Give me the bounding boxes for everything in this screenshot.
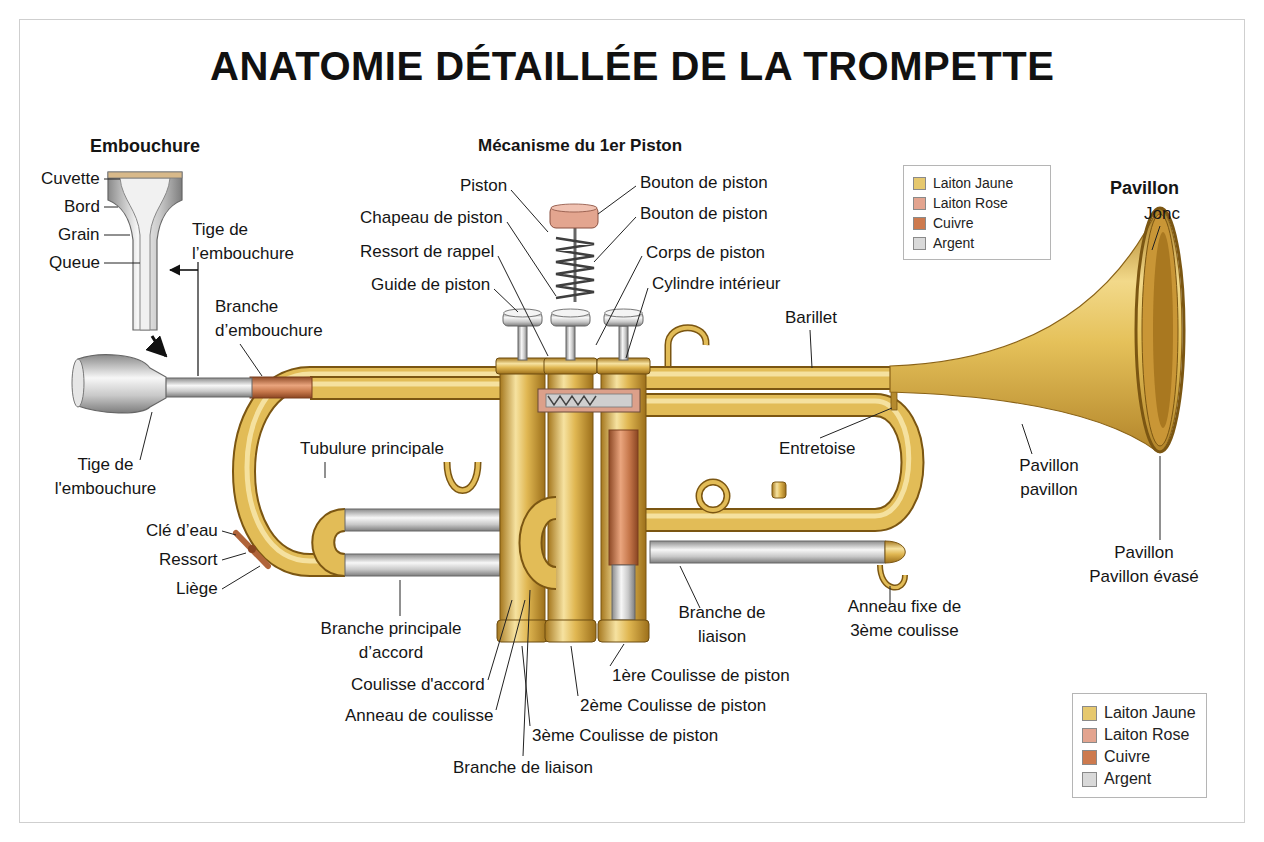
- legend-swatch: [1082, 728, 1097, 743]
- valve-casings: [496, 309, 650, 642]
- legend-text: Argent: [1104, 769, 1151, 789]
- part-label: Clé d’eau: [146, 519, 218, 543]
- part-label: Pavillon pavillon: [1009, 454, 1089, 502]
- hooks-rings: [236, 328, 905, 588]
- legend-swatch: [913, 177, 926, 190]
- legend-text: Cuivre: [933, 214, 973, 232]
- part-label: Pavillon: [1110, 176, 1179, 200]
- legend-text: Cuivre: [1104, 747, 1150, 767]
- frame: [20, 20, 1245, 823]
- part-label: Cylindre intérieur: [652, 272, 781, 296]
- part-label: 1ère Coulisse de piston: [612, 664, 790, 688]
- part-label: Anneau de coulisse: [345, 704, 493, 728]
- part-label: Tige de l'embouchure: [48, 453, 163, 501]
- legend-swatch: [1082, 772, 1097, 787]
- legend-text: Laiton Rose: [1104, 725, 1189, 745]
- part-label: Queue: [49, 251, 100, 275]
- legend-swatch: [1082, 750, 1097, 765]
- legend-box: Laiton JauneLaiton RoseCuivreArgent: [903, 165, 1051, 260]
- part-label: Tubulure principale: [300, 437, 444, 461]
- arrows: [152, 262, 198, 376]
- part-label: Anneau fixe de 3ème coulisse: [832, 595, 977, 643]
- diagram-title: ANATOMIE DÉTAILLÉE DE LA TROMPETTE: [210, 44, 1054, 89]
- part-label: Branche de liaison: [453, 756, 593, 780]
- part-label: Chapeau de piston: [360, 206, 503, 230]
- part-label: Pavillon Pavillon évasé: [1085, 541, 1203, 589]
- part-label: 3ème Coulisse de piston: [532, 724, 718, 748]
- legend-swatch: [913, 237, 926, 250]
- part-label: Bouton de piston: [640, 202, 768, 226]
- legend-text: Laiton Jaune: [1104, 703, 1196, 723]
- part-label: Corps de piston: [646, 241, 765, 265]
- part-label: Mécanisme du 1er Piston: [478, 134, 682, 158]
- part-label: 2ème Coulisse de piston: [580, 694, 766, 718]
- part-label: Ressort de rappel: [360, 240, 494, 264]
- legend-text: Laiton Jaune: [933, 174, 1013, 192]
- mouthpiece-section: [108, 172, 182, 330]
- part-label: Branche principale d’accord: [316, 617, 466, 665]
- part-label: Grain: [58, 223, 100, 247]
- legend-text: Argent: [933, 234, 974, 252]
- mouthpiece: [72, 355, 312, 413]
- part-label: Branche de liaison: [672, 601, 772, 649]
- legend-swatch: [913, 197, 926, 210]
- part-label: Bouton de piston: [640, 171, 768, 195]
- part-label: Tige de l’embouchure: [192, 218, 307, 266]
- part-label: Embouchure: [90, 134, 200, 158]
- part-label: Entretoise: [779, 437, 856, 461]
- part-label: Ressort: [159, 548, 218, 572]
- part-label: Bord: [64, 195, 100, 219]
- legend-box: Laiton JauneLaiton RoseCuivreArgent: [1072, 693, 1207, 798]
- part-label: Piston: [460, 174, 507, 198]
- part-label: Cuvette: [41, 167, 100, 191]
- part-label: Coulisse d'accord: [351, 673, 485, 697]
- legend-text: Laiton Rose: [933, 194, 1008, 212]
- piston-exploded: [550, 204, 598, 302]
- legend-swatch: [913, 217, 926, 230]
- part-label: Jonc: [1144, 202, 1180, 226]
- part-label: Liège: [176, 577, 218, 601]
- part-label: Branche d’embouchure: [215, 295, 330, 343]
- part-label: Barillet: [785, 306, 837, 330]
- leader-lines: [104, 179, 1160, 756]
- part-label: Guide de piston: [371, 273, 490, 297]
- legend-swatch: [1082, 706, 1097, 721]
